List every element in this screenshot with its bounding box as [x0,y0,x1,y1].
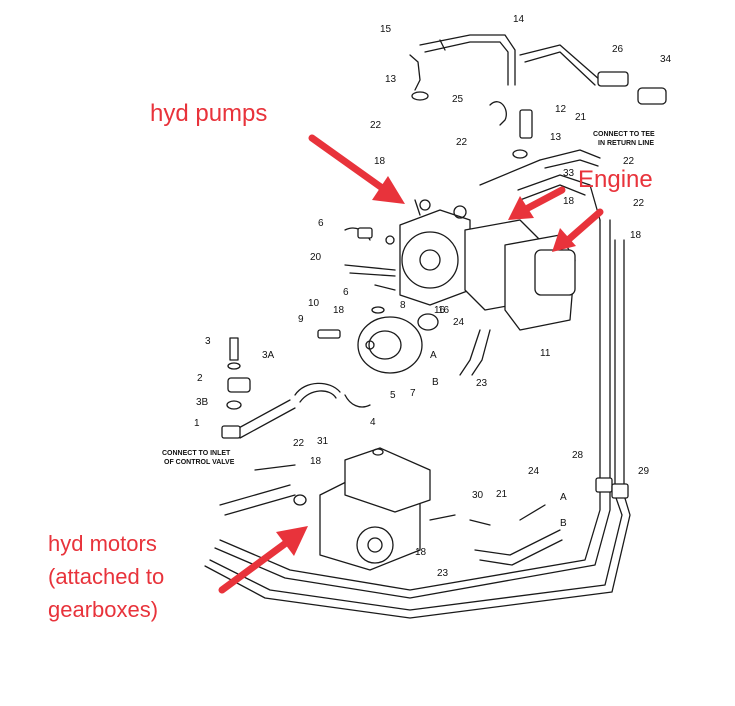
part-label: 18 [333,305,345,316]
part-label: 22 [633,198,645,209]
part-label: 11 [540,348,551,359]
part-label: B [432,377,439,388]
callout-hyd-motors-line1: hyd motors [48,531,157,556]
part-label: 8 [400,300,406,311]
part-label: 18 [630,230,642,241]
return-line [479,149,601,186]
part-label: 13 [385,74,397,85]
part-label: 29 [638,466,650,477]
part-label: 18 [415,547,427,558]
part-label: 18 [310,456,322,467]
gear-pump [357,313,439,374]
note-tee-line2: IN RETURN LINE [598,140,654,147]
part-label: 22 [456,137,468,148]
callout-labels: hyd pumps Engine hyd motors (attached to… [48,100,653,622]
callout-hyd-motors-line3: gearboxes) [48,597,158,622]
part-label: 31 [317,436,329,447]
part-label: 3B [196,397,209,408]
part-label: 13 [550,132,562,143]
fitting-parts-left [221,329,371,439]
part-label: 24 [528,466,540,477]
top-hose-assembly [409,34,667,159]
callout-hyd-motors-line2: (attached to [48,564,164,589]
part-label: 22 [293,438,305,449]
part-label: 26 [612,44,624,55]
connection-notes: CONNECT TO TEE IN RETURN LINE CONNECT TO… [162,131,655,466]
part-label: 20 [310,252,322,263]
part-label: 1 [194,418,200,429]
part-label: 18 [563,196,575,207]
part-label: 6 [318,218,324,229]
part-label: 30 [472,490,484,501]
engine-arrow-lower [564,208,604,244]
part-label: 5 [390,390,396,401]
part-label: 15 [380,24,392,35]
part-label: A [430,350,437,361]
part-label: 21 [496,489,508,500]
callout-hyd-pumps: hyd pumps [150,100,267,127]
part-label: 16 [438,305,450,316]
part-label: 22 [623,156,635,167]
note-tee-line1: CONNECT TO TEE [593,131,655,138]
part-label: 16 [434,305,446,316]
part-label: 2 [197,373,203,384]
pumps-arrowhead [372,176,405,204]
part-label: 12 [555,104,567,115]
part-label: 25 [452,94,464,105]
part-label: 3A [262,350,275,361]
part-label: 3 [205,336,211,347]
motors-arrow [218,536,294,594]
part-label: 24 [453,317,465,328]
motors-arrowhead [276,526,308,556]
part-label: 18 [374,156,386,167]
callout-engine: Engine [578,166,653,193]
part-label: 23 [437,568,449,579]
note-inlet-line2: OF CONTROL VALVE [164,459,235,466]
part-label: 23 [476,378,488,389]
part-label: 9 [298,314,304,325]
part-label: 6 [343,287,349,298]
part-label: 10 [308,298,320,309]
part-label: 22 [370,120,382,131]
part-label: 4 [370,417,376,428]
hyd-pump-assembly [344,199,576,376]
pumps-arrow [308,134,389,194]
engine-arrow-upper [524,186,566,212]
part-label: A [560,492,567,503]
part-label: 14 [513,14,525,25]
supply-return-pipes [204,174,631,619]
part-label: 34 [660,54,672,65]
part-label: 21 [575,112,587,123]
part-label: B [560,518,567,529]
engine-arrowhead-upper [508,196,534,220]
part-label: 33 [563,168,575,179]
hyd-motor-assembly [219,447,563,571]
callout-arrows [218,134,604,594]
note-inlet-line1: CONNECT TO INLET [162,450,231,457]
engine-arrowhead-lower [552,228,576,252]
part-label: 28 [572,450,584,461]
part-label: 7 [410,388,416,399]
